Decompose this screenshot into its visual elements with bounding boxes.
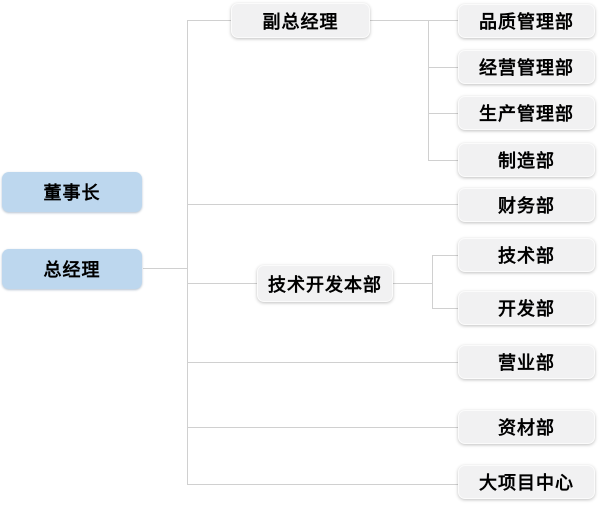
connector-trunk-vertical (187, 20, 188, 485)
connector-stub-development (432, 308, 458, 309)
connector-finance (187, 204, 458, 205)
connector-deputy-bracket-vertical (428, 20, 429, 160)
connector-stub-technical (432, 255, 458, 256)
connector-deputy-gm-right (370, 20, 458, 21)
connector-general-manager (143, 268, 187, 269)
connector-tech-bracket-vertical (432, 255, 433, 308)
connector-tech-dev-right (393, 283, 432, 284)
org-node-tech-dev-division[interactable]: 技术开发本部 (257, 265, 393, 302)
connector-major-project (187, 484, 458, 485)
org-node-development-dept[interactable]: 开发部 (458, 291, 595, 325)
org-node-sales-dept[interactable]: 营业部 (458, 345, 595, 379)
connector-stub-production-mgmt (428, 113, 458, 114)
org-node-major-project-center[interactable]: 大项目中心 (458, 465, 595, 499)
org-node-technical-dept[interactable]: 技术部 (458, 238, 595, 272)
connector-sales (187, 362, 458, 363)
org-node-general-manager[interactable]: 总经理 (2, 249, 142, 289)
org-node-production-mgmt-dept[interactable]: 生产管理部 (458, 96, 595, 130)
connector-deputy-gm-left (187, 20, 231, 21)
org-node-deputy-gm[interactable]: 副总经理 (231, 3, 370, 38)
org-node-materials-dept[interactable]: 资材部 (458, 410, 595, 444)
org-node-business-mgmt-dept[interactable]: 经营管理部 (458, 50, 595, 84)
org-node-finance-dept[interactable]: 财务部 (458, 188, 595, 222)
org-node-chairman[interactable]: 董事长 (2, 172, 142, 212)
org-node-quality-dept[interactable]: 品质管理部 (458, 4, 595, 38)
connector-stub-business-mgmt (428, 67, 458, 68)
connector-materials (187, 427, 458, 428)
connector-tech-dev-left (187, 283, 257, 284)
connector-stub-manufacturing (428, 160, 458, 161)
org-node-manufacturing-dept[interactable]: 制造部 (458, 143, 595, 177)
